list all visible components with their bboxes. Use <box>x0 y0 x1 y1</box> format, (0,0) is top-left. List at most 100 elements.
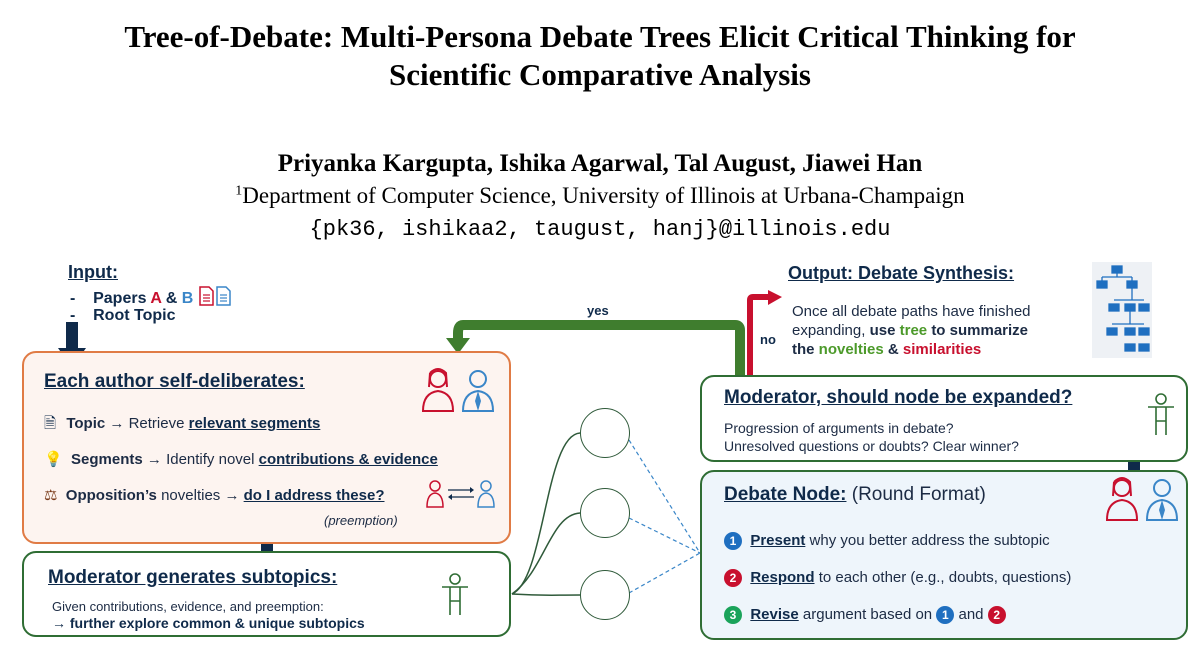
author-row-segments: 💡 Segments → Identify novel contribution… <box>44 450 438 468</box>
subtopic-generation-box: Moderator generates subtopics: Given con… <box>22 551 511 637</box>
topic-arrow-text: → Retrieve <box>109 415 185 432</box>
moderator-question-2: Unresolved questions or doubts? Clear wi… <box>724 438 1019 454</box>
step-2-badge: 2 <box>724 569 742 588</box>
step-3-ref-1: 1 <box>936 606 955 625</box>
affiliation-marker: 1 <box>235 183 243 199</box>
step-1-badge: 1 <box>724 532 742 551</box>
output-description: Once all debate paths have finished expa… <box>792 302 1031 359</box>
address-question-label: do I address these? <box>243 487 385 504</box>
no-label: no <box>760 332 776 347</box>
debate-node-heading: Debate Node: (Round Format) <box>724 484 986 506</box>
moderator-icon <box>1148 393 1174 435</box>
segments-label: Segments <box>71 451 143 468</box>
debate-node-box: Debate Node: (Round Format) 1 Present wh… <box>700 470 1188 640</box>
round-format-label: (Round Format) <box>851 484 986 505</box>
input-heading: Input: <box>68 262 118 283</box>
subtopic-box-heading-text: Moderator generates subtopics: <box>48 567 338 588</box>
output-amp: & <box>887 341 899 358</box>
debate-tree-icon <box>1092 262 1152 358</box>
title-line-1: Tree-of-Debate: Multi-Persona Debate Tre… <box>124 19 1076 54</box>
present-text: why you better address the subtopic <box>809 532 1050 549</box>
yes-loop-arrow <box>453 320 745 376</box>
moderator-question-1: Progression of arguments in debate? <box>724 420 954 436</box>
author-row-opposition: ⚖ Opposition’s novelties → do I address … <box>44 486 385 504</box>
paper-a-label: A <box>150 290 162 307</box>
node-step-respond: 2 Respond to each other (e.g., doubts, q… <box>724 569 1072 588</box>
output-line-2: expanding, use tree to summarize <box>792 321 1031 340</box>
input-dash-2: - <box>70 307 76 324</box>
topic-label: Topic <box>66 415 106 432</box>
revise-and: and <box>958 606 984 623</box>
input-heading-text: Input: <box>68 262 118 282</box>
node-link-2 <box>628 517 701 554</box>
moderator-box-heading-text: Moderator, should node be expanded? <box>724 387 1073 408</box>
output-the: the <box>792 341 815 358</box>
yes-label: yes <box>587 303 609 318</box>
node-step-revise: 3 Revise argument based on 1 and 2 <box>724 606 1006 625</box>
opposition-label: Opposition’s <box>65 487 157 504</box>
input-papers-label: Papers <box>93 290 147 307</box>
output-to-summarize: to summarize <box>931 322 1029 339</box>
moderator-icon <box>442 573 468 615</box>
affiliation-text: Department of Computer Science, Universi… <box>242 183 965 208</box>
subtopic-node-1 <box>580 408 630 458</box>
subtopic-branch-2 <box>511 512 581 595</box>
output-line-3: the novelties & similarities <box>792 340 1031 359</box>
output-heading-text: Output: Debate Synthesis: <box>788 263 1015 283</box>
debaters-icon <box>1105 477 1179 521</box>
step-3-badge: 3 <box>724 606 742 625</box>
relevant-segments-label: relevant segments <box>188 415 321 432</box>
output-similarities: similarities <box>902 341 982 358</box>
output-tree: tree <box>899 322 928 339</box>
moderator-box-heading: Moderator, should node be expanded? <box>724 387 1072 409</box>
subtopic-box-heading: Moderator generates subtopics: <box>48 567 337 589</box>
novelties-arrow-text: novelties → <box>161 487 240 504</box>
output-heading: Output: Debate Synthesis: <box>788 263 1014 284</box>
lightbulb-icon: 💡 <box>44 451 63 468</box>
preemption-note: (preemption) <box>324 513 398 528</box>
author-emails: {pk36, ishikaa2, taugust, hanj}@illinois… <box>309 217 891 242</box>
subtopic-line-2: → further explore common & unique subtop… <box>52 615 365 631</box>
yes-loop-arrowhead <box>446 338 470 354</box>
title-line-2: Scientific Comparative Analysis <box>389 57 811 92</box>
input-dash-1: - <box>70 290 76 307</box>
input-item-papers: - Papers A & B <box>70 286 232 308</box>
output-expanding: expanding, <box>792 322 866 339</box>
moderator-expansion-box: Moderator, should node be expanded? Prog… <box>700 375 1188 462</box>
node-link-1 <box>628 439 701 554</box>
node-link-3 <box>628 552 701 594</box>
scales-icon: ⚖ <box>44 487 58 504</box>
subtopic-branch-3 <box>511 593 581 596</box>
output-line-1: Once all debate paths have finished <box>792 303 1031 320</box>
author-personas-icon <box>421 368 495 412</box>
step-3-ref-2: 2 <box>987 606 1006 625</box>
subtopic-branch-1 <box>511 432 581 595</box>
segments-arrow-text: → Identify novel <box>146 451 255 468</box>
document-icon: 🗎 <box>44 415 57 432</box>
paper-docs-icon <box>199 286 231 306</box>
output-use: use <box>869 322 896 339</box>
revise-label: Revise <box>750 606 799 623</box>
revise-text: argument based on <box>802 606 933 623</box>
output-novelties: novelties <box>818 341 884 358</box>
no-arrow <box>747 294 770 376</box>
persona-exchange-icon <box>426 480 495 508</box>
respond-label: Respond <box>750 569 815 586</box>
author-list: Priyanka Kargupta, Ishika Agarwal, Tal A… <box>277 150 923 177</box>
subtopic-node-3 <box>580 570 630 620</box>
affiliation: 1Department of Computer Science, Univers… <box>0 183 1200 209</box>
subtopic-line-1: Given contributions, evidence, and preem… <box>52 599 324 614</box>
paper-b-label: B <box>181 290 194 307</box>
paper-title: Tree-of-Debate: Multi-Persona Debate Tre… <box>0 18 1200 94</box>
moderator-questions: Progression of arguments in debate? Unre… <box>724 419 1019 455</box>
no-arrowhead <box>768 290 782 305</box>
present-label: Present <box>750 532 806 549</box>
node-step-present: 1 Present why you better address the sub… <box>724 532 1050 551</box>
subtopic-node-2 <box>580 488 630 538</box>
author-box-heading: Each author self-deliberates: <box>44 371 305 393</box>
contributions-evidence-label: contributions & evidence <box>258 451 438 468</box>
author-box-heading-text: Each author self-deliberates: <box>44 371 305 392</box>
input-amp: & <box>165 290 178 307</box>
author-deliberation-box: Each author self-deliberates: 🗎 Topic → … <box>22 351 511 544</box>
respond-text: to each other (e.g., doubts, questions) <box>818 569 1072 586</box>
